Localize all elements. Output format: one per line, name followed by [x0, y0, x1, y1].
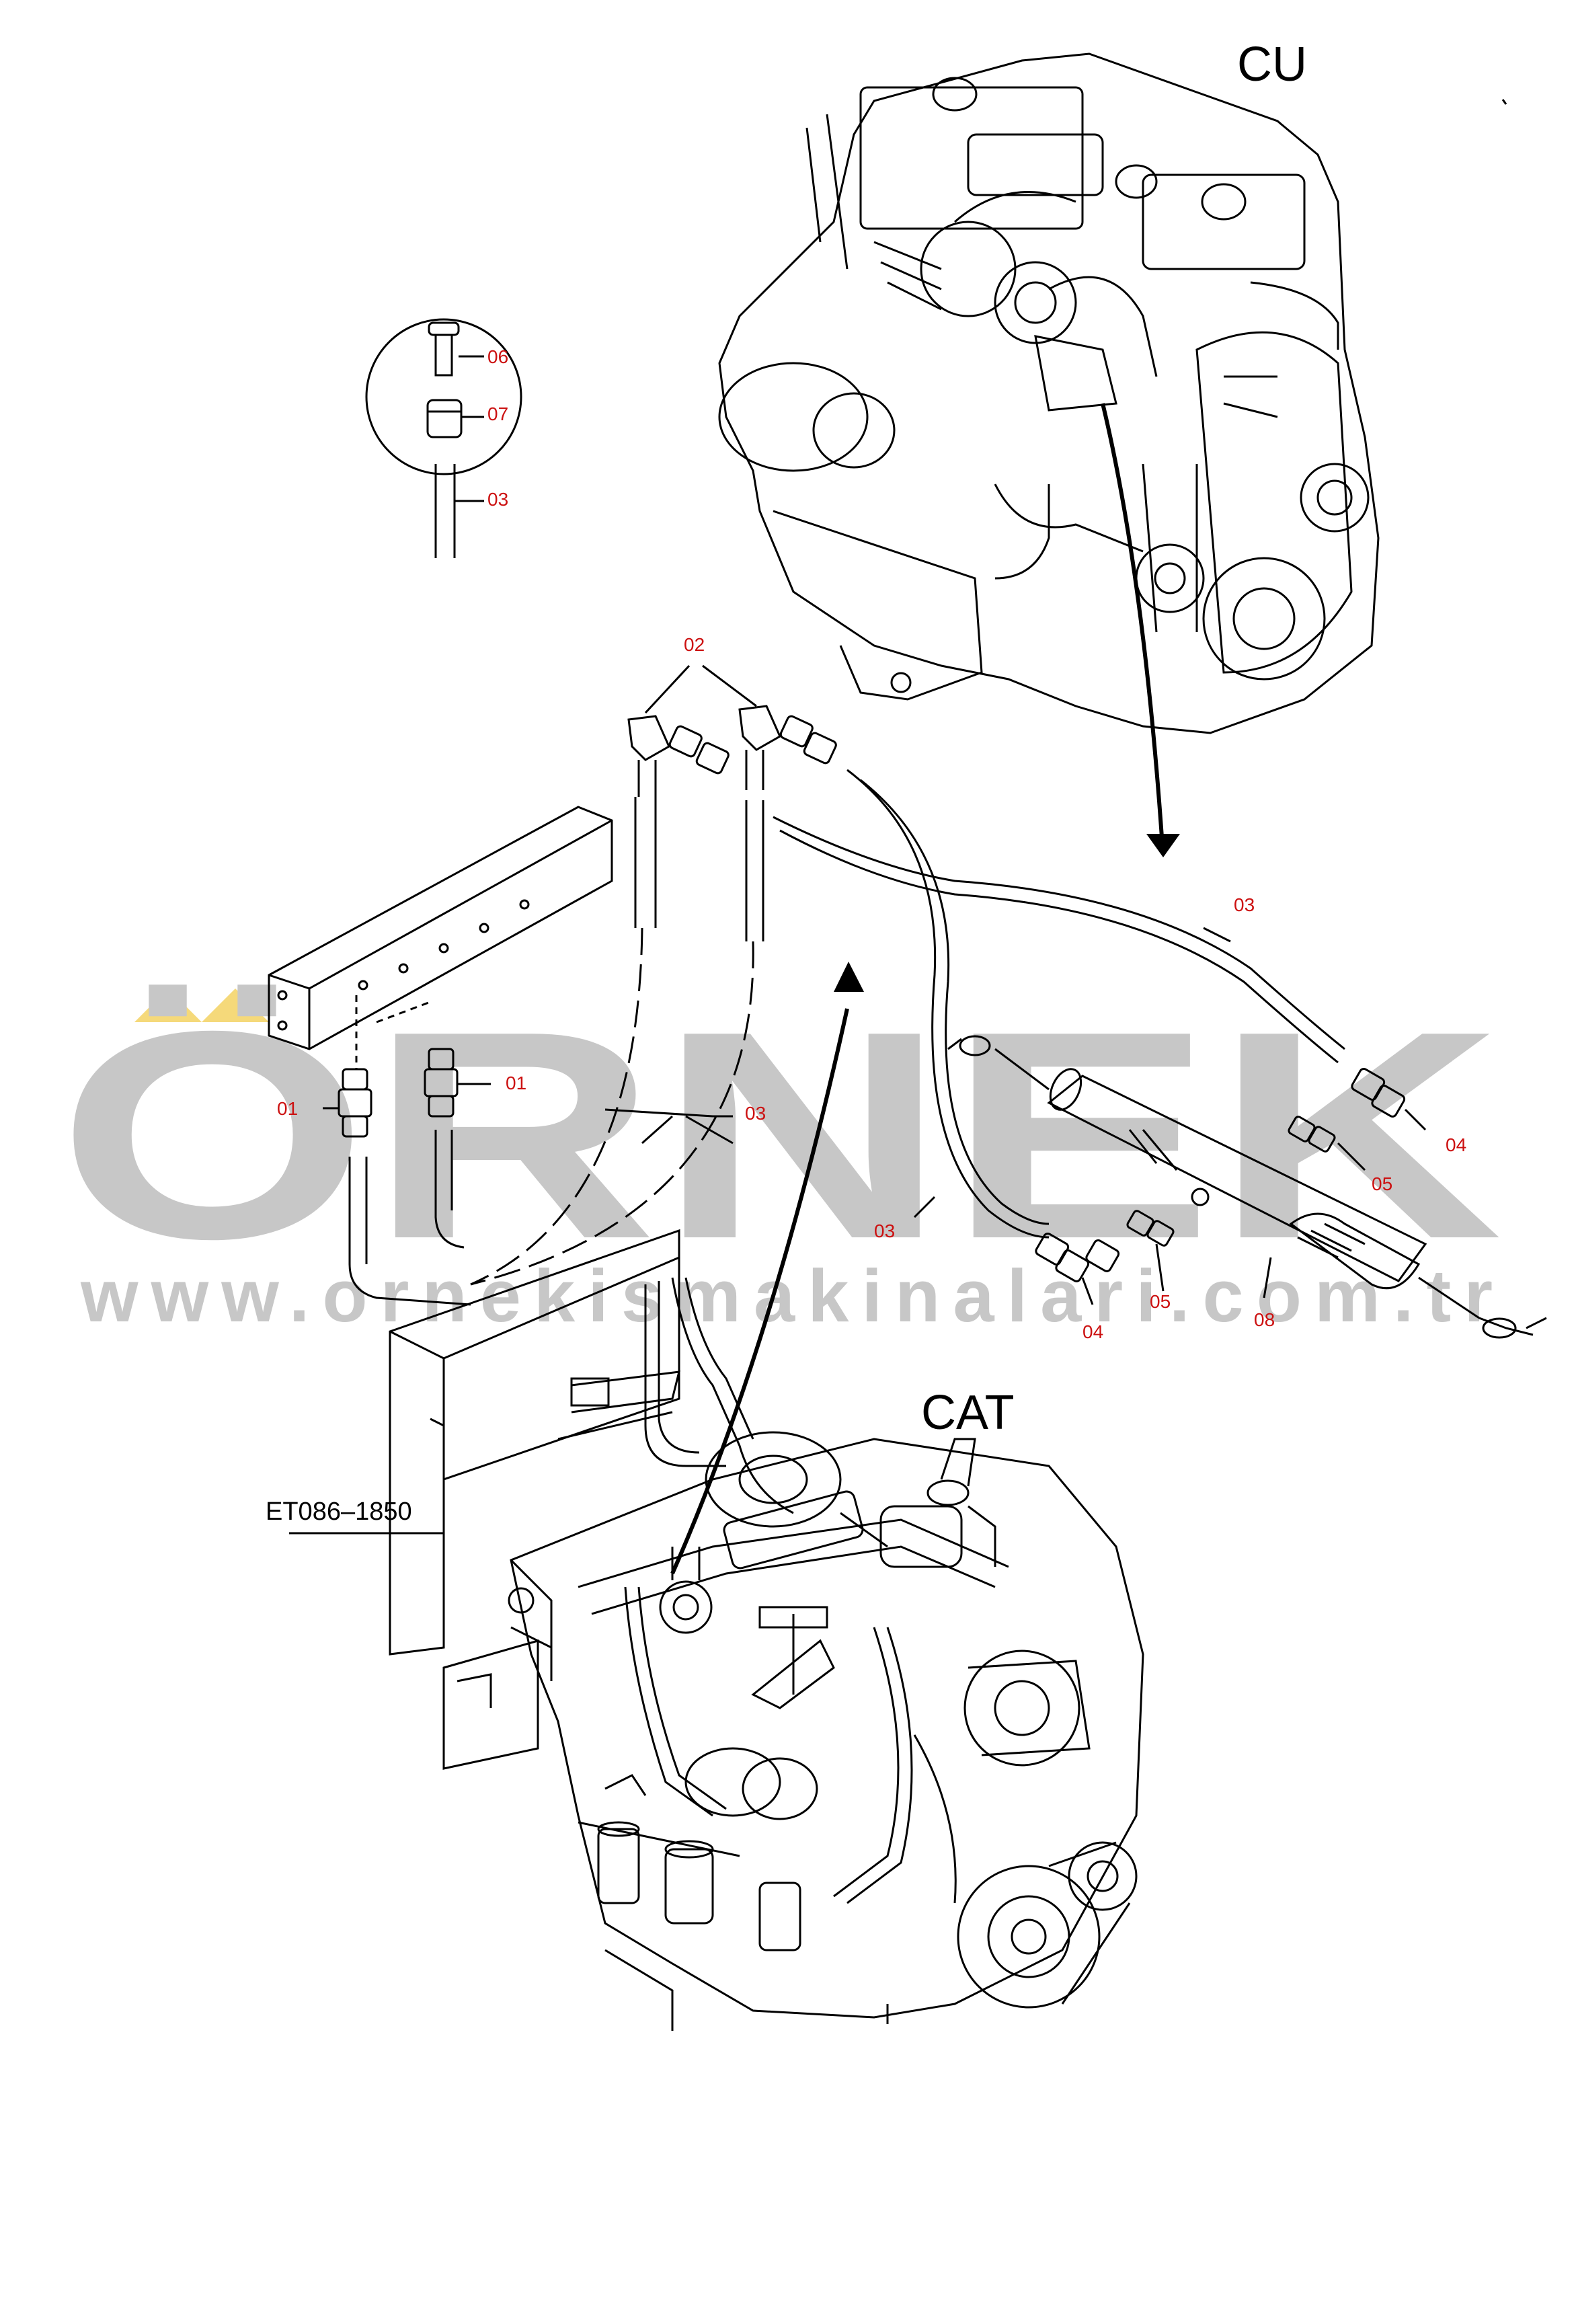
fittings-02	[627, 664, 837, 941]
watermark-website: www.ornekismakinalari.com.tr	[80, 1255, 1493, 1338]
leader-03-middle	[604, 1108, 734, 1145]
label-cu: CU	[1237, 38, 1307, 91]
mounting-bracket	[268, 806, 613, 1069]
callout-08: 08	[1254, 1309, 1275, 1330]
callout-03-lower: 03	[874, 1221, 895, 1241]
drawing-number: ET086–1850	[266, 1498, 444, 1535]
callout-01-left: 01	[277, 1098, 298, 1119]
watermark-accent-left	[134, 989, 202, 1022]
callout-03-inset: 03	[487, 489, 508, 510]
callout-05-lower: 05	[1150, 1291, 1171, 1312]
label-cat: CAT	[921, 1386, 1015, 1440]
callout-03-middle: 03	[745, 1103, 766, 1124]
engine-cu	[718, 52, 1380, 734]
engine-cat	[389, 1229, 1144, 2031]
detail-inset	[365, 318, 522, 558]
callout-03-upper: 03	[1234, 894, 1255, 915]
callout-02: 02	[684, 634, 705, 655]
filter-assembly	[913, 927, 1547, 1339]
arrow-cat-up	[670, 962, 864, 1575]
watermark: ÖRNEK www.ornekismakinalari.com.tr	[57, 970, 1503, 1338]
callout-04-right: 04	[1446, 1134, 1466, 1155]
callout-01-right: 01	[506, 1073, 526, 1093]
callouts: 06 07 03 02 03 01 01 03 04 05 03 05 08 0…	[277, 346, 1466, 1342]
fittings-01	[323, 1048, 491, 1138]
callout-06: 06	[487, 346, 508, 367]
callout-04-lower: 04	[1082, 1321, 1103, 1342]
callout-07: 07	[487, 403, 508, 424]
arrow-cu-down	[1101, 403, 1180, 857]
stray-mark	[1501, 99, 1507, 105]
watermark-accent-right	[202, 989, 269, 1022]
callout-05-right: 05	[1372, 1173, 1392, 1194]
watermark-brand: ÖRNEK	[57, 970, 1503, 1301]
drawing-number-text: ET086–1850	[266, 1498, 412, 1526]
hoses-03	[348, 769, 1345, 1306]
